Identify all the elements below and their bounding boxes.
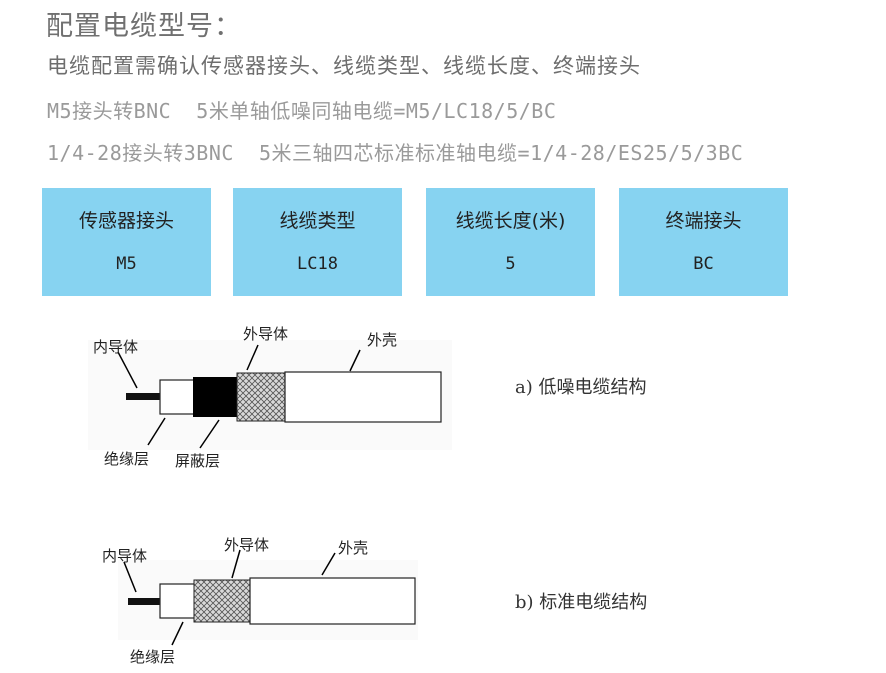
label-jacket-a: 外壳 bbox=[367, 331, 398, 349]
standard-cable-diagram bbox=[118, 549, 418, 646]
label-insulation-a: 绝缘层 bbox=[104, 450, 150, 468]
shield-shape bbox=[193, 377, 239, 417]
label-outer-conductor-a: 外导体 bbox=[243, 325, 289, 343]
label-insulation-b: 绝缘层 bbox=[130, 648, 176, 666]
jacket-shape bbox=[249, 577, 416, 625]
card-label: 线缆类型 bbox=[279, 210, 356, 232]
inner-conductor-shape bbox=[128, 598, 162, 605]
page-title: 配置电缆型号： bbox=[46, 11, 242, 42]
example-line-1: M5接头转BNC 5米单轴低噪同轴电缆=M5/LC18/5/BC bbox=[47, 99, 557, 123]
card-value: M5 bbox=[116, 254, 137, 274]
outer-conductor-shape bbox=[236, 372, 288, 422]
page-subtitle: 电缆配置需确认传感器接头、线缆类型、线缆长度、终端接头 bbox=[47, 54, 641, 78]
label-shield-a: 屏蔽层 bbox=[175, 452, 221, 470]
example-line-2: 1/4-28接头转3BNC 5米三轴四芯标准标准轴电缆=1/4-28/ES25/… bbox=[47, 141, 744, 165]
card-label: 线缆长度(米) bbox=[455, 210, 566, 232]
inner-conductor-shape bbox=[126, 393, 162, 400]
card-sensor-connector: 传感器接头 M5 bbox=[42, 188, 211, 296]
caption-low-noise-cable: a) 低噪电缆结构 bbox=[515, 377, 647, 398]
outer-conductor-shape bbox=[193, 579, 253, 623]
card-cable-type: 线缆类型 LC18 bbox=[233, 188, 402, 296]
label-inner-conductor-a: 内导体 bbox=[93, 338, 139, 356]
card-label: 传感器接头 bbox=[78, 210, 174, 232]
card-terminal-connector: 终端接头 BC bbox=[619, 188, 788, 296]
insulation-shape bbox=[159, 583, 197, 619]
caption-standard-cable: b) 标准电缆结构 bbox=[515, 592, 648, 613]
label-inner-conductor-b: 内导体 bbox=[102, 547, 148, 565]
jacket-shape bbox=[284, 371, 442, 423]
card-label: 终端接头 bbox=[665, 210, 742, 232]
card-cable-length: 线缆长度(米) 5 bbox=[426, 188, 595, 296]
label-outer-conductor-b: 外导体 bbox=[224, 536, 270, 554]
low-noise-cable-diagram bbox=[88, 340, 452, 450]
label-jacket-b: 外壳 bbox=[338, 539, 369, 557]
insulation-shape bbox=[159, 379, 197, 415]
card-value: BC bbox=[693, 254, 714, 274]
card-value: LC18 bbox=[297, 254, 338, 274]
card-value: 5 bbox=[505, 254, 516, 274]
